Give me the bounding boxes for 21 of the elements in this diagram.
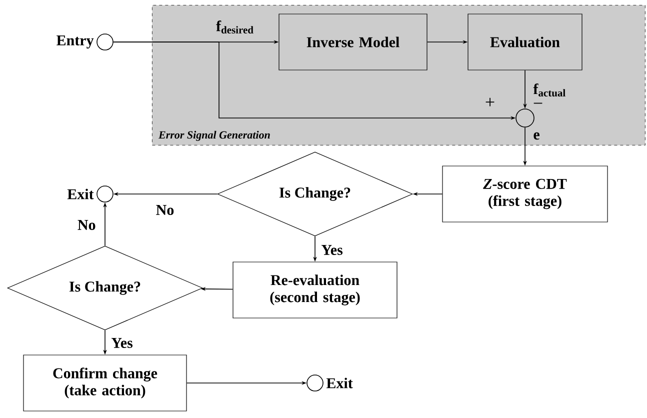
edge-label: Yes [111,338,133,348]
node-label: Exit [326,378,353,388]
process-box: Inverse Model [278,14,428,70]
edge-label: Yes [321,245,343,255]
node-label: + [486,98,494,106]
edge-label: f$_{actual}$ [533,84,566,96]
node-label: Entry [56,35,94,49]
edge-label: No [78,220,96,230]
process-box: Z-score CDT (first stage) [442,166,608,222]
circle-node [306,374,324,392]
circle-node [516,108,534,128]
circle-node [96,186,114,202]
edge-label: e [534,132,540,140]
process-box: Re-evaluation (second stage) [232,262,398,318]
circle-node [96,34,114,50]
edge-label: f$_{desired}$ [216,20,254,34]
node-label: Exit [67,188,94,200]
node-label: − [534,102,542,104]
edge-label: No [156,205,174,215]
process-box: Evaluation [468,14,582,70]
process-box: Confirm change (take action) [23,354,187,412]
